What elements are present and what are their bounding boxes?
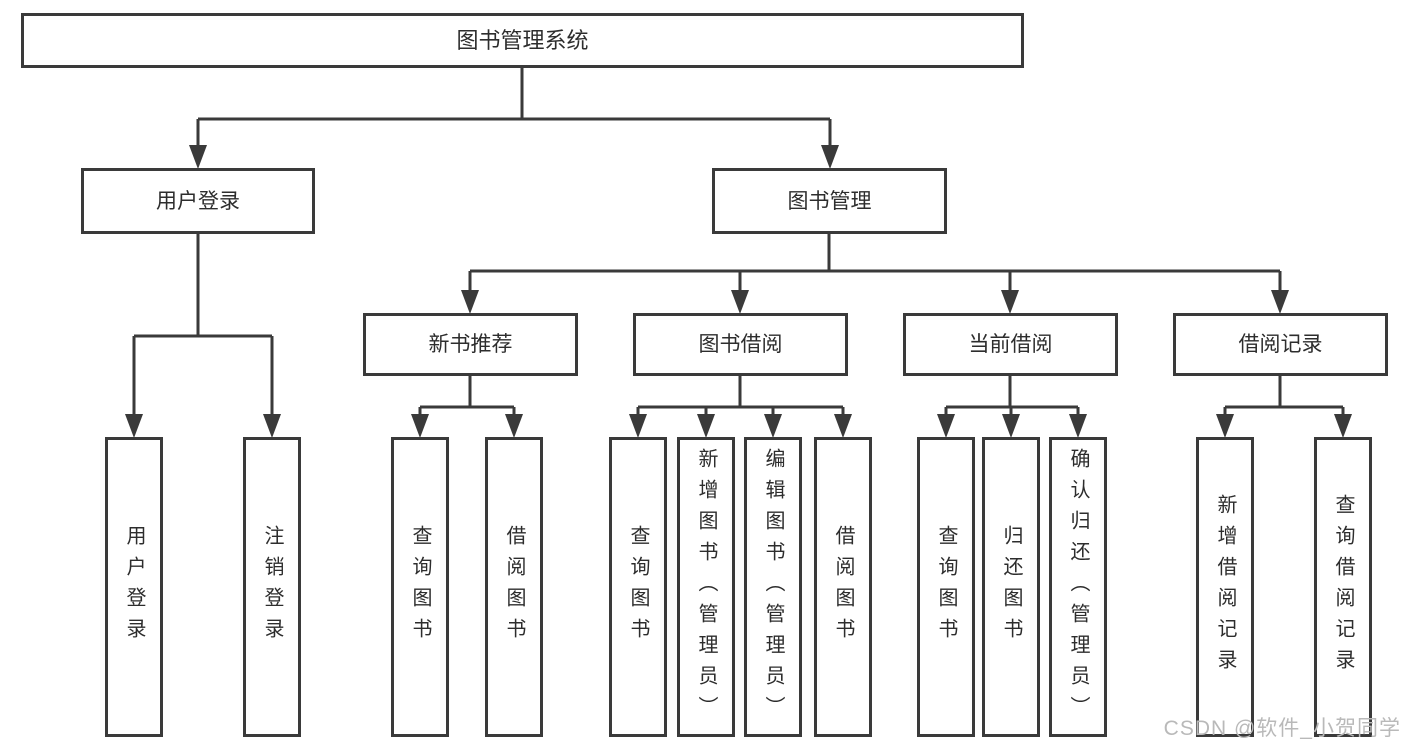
node-user-login: 用户登录 [81, 168, 315, 234]
leaf-borrow-books: 借阅图书 [814, 437, 872, 737]
leaf-query-books-borrow: 查询图书 [609, 437, 667, 737]
csdn-watermark: CSDN @软件_小贺同学 [1163, 717, 1401, 740]
node-library-system: 图书管理系统 [21, 13, 1024, 68]
leaf-return-books: 归还图书 [982, 437, 1040, 737]
node-borrowing-records: 借阅记录 [1173, 313, 1388, 376]
node-book-management: 图书管理 [712, 168, 947, 234]
leaf-query-books-current: 查询图书 [917, 437, 975, 737]
leaf-add-books-admin: 新增图书（管理员） [677, 437, 735, 737]
leaf-query-borrow-record: 查询借阅记录 [1314, 437, 1372, 737]
node-current-borrowing: 当前借阅 [903, 313, 1118, 376]
leaf-query-books-recommend: 查询图书 [391, 437, 449, 737]
leaf-user-login: 用户登录 [105, 437, 163, 737]
leaf-confirm-return-admin: 确认归还（管理员） [1049, 437, 1107, 737]
leaf-borrow-books-recommend: 借阅图书 [485, 437, 543, 737]
node-new-book-recommendation: 新书推荐 [363, 313, 578, 376]
node-book-borrowing: 图书借阅 [633, 313, 848, 376]
leaf-add-borrow-record: 新增借阅记录 [1196, 437, 1254, 737]
leaf-logout: 注销登录 [243, 437, 301, 737]
leaf-edit-books-admin: 编辑图书（管理员） [744, 437, 802, 737]
